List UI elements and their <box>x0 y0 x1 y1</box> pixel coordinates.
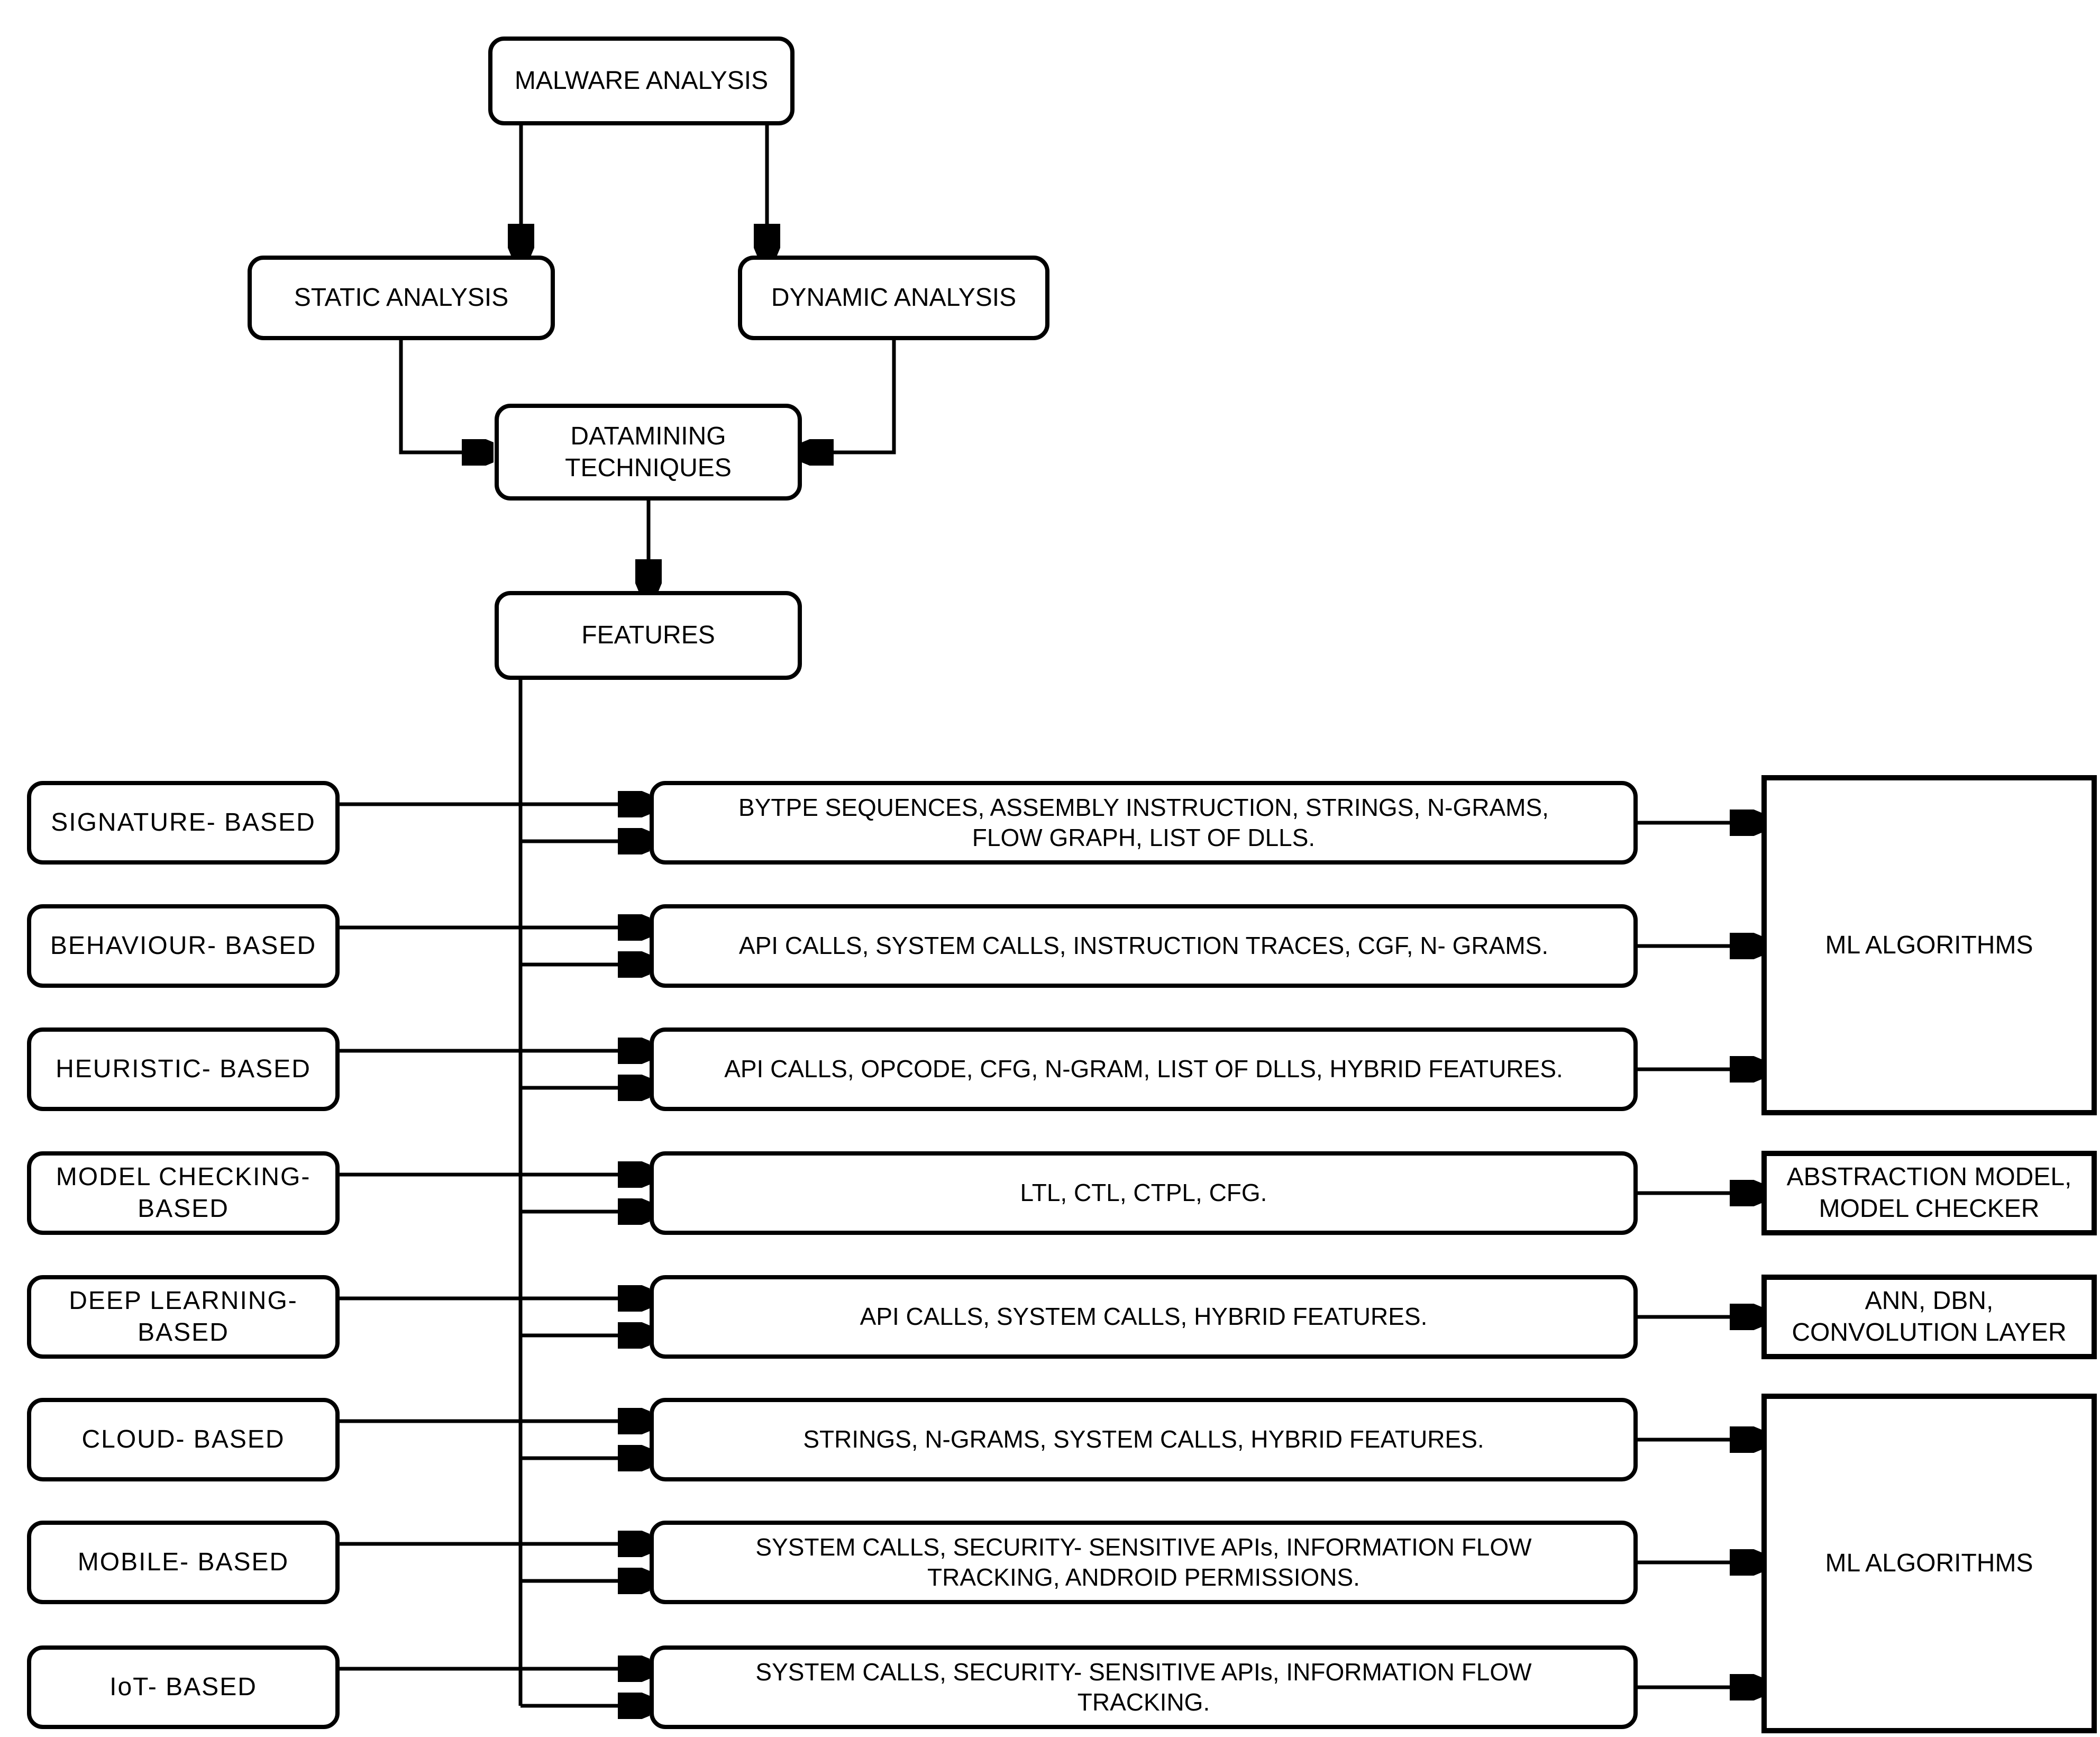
node-datamining-techniques: DATAMINING TECHNIQUES <box>495 404 802 501</box>
arrow-static-to-datamining <box>399 340 491 452</box>
node-features-list-deep-learning: API CALLS, SYSTEM CALLS, HYBRID FEATURES… <box>650 1275 1638 1359</box>
node-static-analysis: STATIC ANALYSIS <box>248 256 555 340</box>
node-features-list-cloud: STRINGS, N-GRAMS, SYSTEM CALLS, HYBRID F… <box>650 1398 1638 1481</box>
node-iot-based: IoT- BASED <box>27 1645 340 1729</box>
node-model-checking-based: MODEL CHECKING- BASED <box>27 1151 340 1235</box>
node-features-list-model-checking: LTL, CTL, CTPL, CFG. <box>650 1151 1638 1235</box>
node-features-list-signature: BYTPE SEQUENCES, ASSEMBLY INSTRUCTION, S… <box>650 781 1638 865</box>
node-heuristic-based: HEURISTIC- BASED <box>27 1027 340 1111</box>
node-dynamic-analysis: DYNAMIC ANALYSIS <box>738 256 1049 340</box>
node-mobile-based: MOBILE- BASED <box>27 1521 340 1604</box>
node-behaviour-based: BEHAVIOUR- BASED <box>27 904 340 988</box>
node-features: FEATURES <box>495 591 802 680</box>
node-ann-dbn-convolution: ANN, DBN, CONVOLUTION LAYER <box>1761 1275 2097 1359</box>
node-malware-analysis: MALWARE ANALYSIS <box>488 37 795 125</box>
node-ml-algorithms-top: ML ALGORITHMS <box>1761 775 2097 1115</box>
node-features-list-iot: SYSTEM CALLS, SECURITY- SENSITIVE APIs, … <box>650 1645 1638 1729</box>
node-features-list-heuristic: API CALLS, OPCODE, CFG, N-GRAM, LIST OF … <box>650 1027 1638 1111</box>
node-features-list-behaviour: API CALLS, SYSTEM CALLS, INSTRUCTION TRA… <box>650 904 1638 988</box>
arrow-dynamic-to-datamining <box>805 340 896 452</box>
node-signature-based: SIGNATURE- BASED <box>27 781 340 865</box>
node-deep-learning-based: DEEP LEARNING- BASED <box>27 1275 340 1359</box>
node-abstraction-model: ABSTRACTION MODEL, MODEL CHECKER <box>1761 1151 2097 1235</box>
node-features-list-mobile: SYSTEM CALLS, SECURITY- SENSITIVE APIs, … <box>650 1521 1638 1604</box>
node-ml-algorithms-bottom: ML ALGORITHMS <box>1761 1394 2097 1733</box>
node-cloud-based: CLOUD- BASED <box>27 1398 340 1481</box>
